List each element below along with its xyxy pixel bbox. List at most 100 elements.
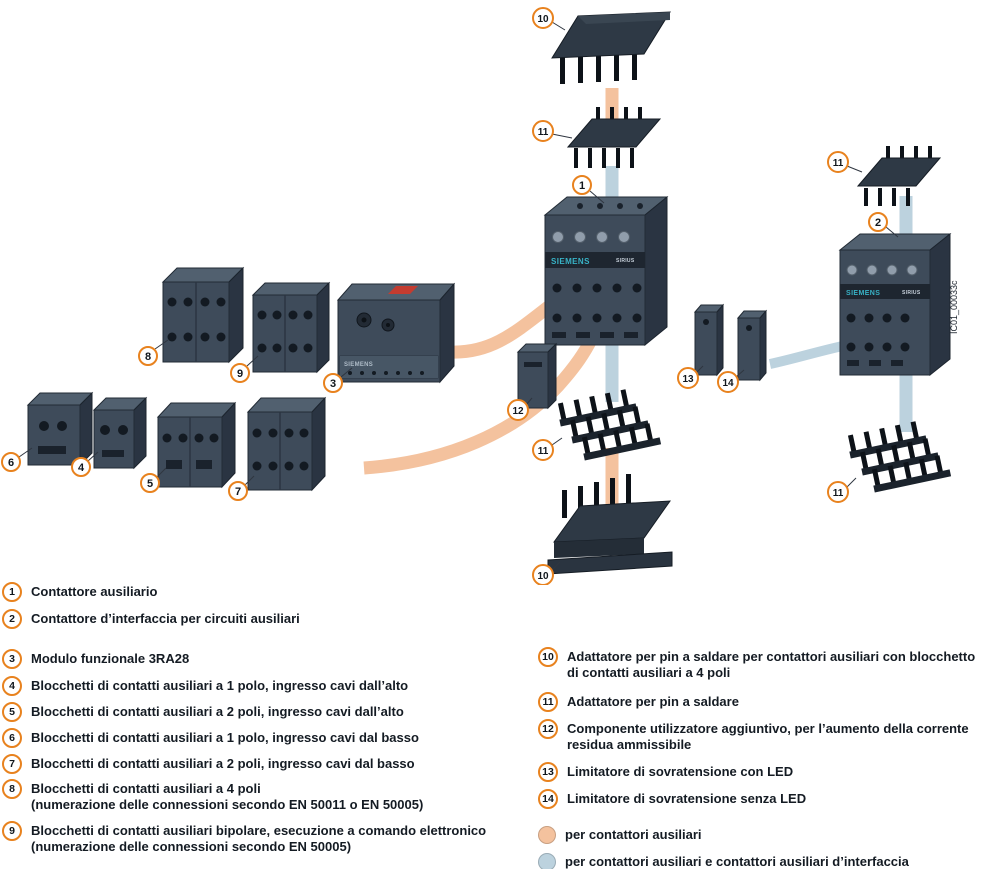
svg-text:11: 11	[538, 127, 549, 138]
aux-interface-color-swatch	[538, 853, 556, 869]
legend-text-14: Limitatore di sovratensione senza LED	[567, 791, 807, 806]
legend-text-10-line2: di contatti ausiliari a 4 poli	[567, 665, 731, 680]
red-accent	[388, 286, 418, 294]
svg-text:10: 10	[537, 14, 549, 25]
legend-text-12-line2: residua ammissibile	[567, 737, 692, 752]
callout-badge-2: 2	[2, 609, 22, 629]
svg-text:14: 14	[722, 378, 734, 389]
svg-text:11: 11	[833, 158, 844, 169]
callout-10-bottom: 10	[532, 564, 554, 585]
legend-item-8: 8 Blocchetti di contatti ausiliari a 4 p…	[2, 779, 423, 813]
contact-block-1pole-top	[92, 396, 148, 470]
legend-text-13: Limitatore di sovratensione con LED	[567, 764, 794, 779]
legend-item-1: 1 Contattore ausiliario	[2, 582, 157, 602]
callout-11-right-bottom: 11	[827, 481, 849, 503]
legend-item-6: 6 Blocchetti di contatti ausiliari a 1 p…	[2, 728, 419, 748]
legend-text-9-line2: (numerazione delle connessioni secondo E…	[31, 839, 352, 854]
color-key-aux-label: per contattori ausiliari	[565, 827, 702, 842]
contact-block-4pole	[161, 266, 245, 364]
svg-text:5: 5	[147, 478, 153, 490]
callout-1: 1	[572, 175, 592, 195]
callout-badge-5: 5	[2, 702, 22, 722]
legend-item-5: 5 Blocchetti di contatti ausiliari a 2 p…	[2, 702, 404, 722]
brand-label-contactor-1: SIEMENS	[551, 257, 590, 266]
callout-5: 5	[140, 473, 160, 493]
legend-text-9: Blocchetti di contatti ausiliari bipolar…	[31, 823, 487, 838]
svg-text:1: 1	[579, 180, 585, 192]
legend-item-3: 3 Modulo funzionale 3RA28	[2, 649, 189, 669]
legend-text-4: Blocchetti di contatti ausiliari a 1 pol…	[31, 678, 409, 693]
svg-text:6: 6	[8, 457, 14, 469]
callout-badge-4: 4	[2, 676, 22, 696]
callout-badge-1: 1	[2, 582, 22, 602]
legend-text-11: Adattatore per pin a saldare	[567, 694, 739, 709]
callout-9: 9	[230, 363, 250, 383]
surge-suppressor-no-led	[736, 309, 768, 382]
solder-pin-adapter-right	[856, 146, 942, 206]
pin-adapter-top	[551, 11, 671, 84]
callout-badge-7: 7	[2, 754, 22, 774]
function-module-3ra28: SIEMENS	[336, 282, 456, 384]
contact-block-1pole-bottom	[26, 391, 94, 467]
legend-item-13: 13 Limitatore di sovratensione con LED	[538, 762, 793, 782]
svg-text:7: 7	[235, 486, 241, 498]
svg-text:9: 9	[237, 368, 243, 380]
legend-text-12: Componente utilizzatore aggiuntivo, per …	[567, 721, 969, 736]
callout-badge-12: 12	[538, 719, 558, 739]
legend-item-12: 12 Componente utilizzatore aggiuntivo, p…	[538, 719, 969, 753]
callout-11-right-top: 11	[827, 151, 849, 173]
callout-badge-6: 6	[2, 728, 22, 748]
svg-text:3: 3	[330, 378, 336, 390]
legend-text-8: Blocchetti di contatti ausiliari a 4 pol…	[31, 781, 261, 796]
callout-7: 7	[228, 481, 248, 501]
callout-11-top: 11	[532, 120, 554, 142]
callout-badge-8: 8	[2, 779, 22, 799]
color-key-aux: per contattori ausiliari	[538, 825, 702, 844]
callout-3: 3	[323, 373, 343, 393]
svg-text:2: 2	[875, 217, 881, 229]
contact-block-2pole-top	[156, 401, 237, 489]
svg-text:12: 12	[512, 406, 524, 417]
callout-13: 13	[677, 367, 699, 389]
callout-badge-13: 13	[538, 762, 558, 782]
callout-badge-14: 14	[538, 789, 558, 809]
leader-lines	[18, 21, 899, 571]
callout-badge-9: 9	[2, 821, 22, 841]
callout-11-mid: 11	[532, 439, 554, 461]
auxiliary-contactor: SIEMENS SIRIUS	[543, 195, 669, 347]
legend-text-3: Modulo funzionale 3RA28	[31, 651, 190, 666]
legend-text-7: Blocchetti di contatti ausiliari a 2 pol…	[31, 756, 415, 771]
callout-2: 2	[868, 212, 888, 232]
legend-item-2: 2 Contattore d’interfaccia per circuiti …	[2, 609, 300, 629]
contact-block-bipolar-electronic	[251, 281, 331, 374]
legend-text-2: Contattore d’interfaccia per circuiti au…	[31, 611, 300, 626]
legend-item-9: 9 Blocchetti di contatti ausiliari bipol…	[2, 821, 486, 855]
surge-suppressor-led	[693, 303, 725, 377]
svg-text:10: 10	[537, 571, 549, 582]
callout-4: 4	[71, 457, 91, 477]
solder-pin-strips-center	[557, 389, 662, 461]
legend-item-14: 14 Limitatore di sovratensione senza LED	[538, 789, 806, 809]
callout-badge-11: 11	[538, 692, 558, 712]
brand-label-module: SIEMENS	[344, 362, 373, 368]
legend-text-6: Blocchetti di contatti ausiliari a 1 pol…	[31, 730, 419, 745]
legend-item-7: 7 Blocchetti di contatti ausiliari a 2 p…	[2, 754, 415, 774]
svg-text:11: 11	[538, 446, 549, 457]
residual-current-component	[516, 342, 558, 410]
color-key-aux-interface-label: per contattori ausiliari e contattori au…	[565, 854, 909, 869]
product-label-contactor-1: SIRIUS	[616, 258, 635, 264]
callout-badge-3: 3	[2, 649, 22, 669]
callout-12: 12	[507, 399, 529, 421]
callout-8: 8	[138, 346, 158, 366]
legend-text-8-line2: (numerazione delle connessioni secondo E…	[31, 797, 424, 812]
legend-item-11: 11 Adattatore per pin a saldare	[538, 692, 739, 712]
legend-text-10: Adattatore per pin a saldare per contatt…	[567, 649, 976, 664]
legend-text-5: Blocchetti di contatti ausiliari a 2 pol…	[31, 704, 404, 719]
interface-contactor: SIEMENS SIRIUS	[838, 232, 952, 377]
legend-item-10: 10 Adattatore per pin a saldare per cont…	[538, 647, 975, 681]
pin-adapter-bottom	[547, 474, 673, 575]
legend-item-4: 4 Blocchetti di contatti ausiliari a 1 p…	[2, 676, 408, 696]
callout-6: 6	[1, 452, 21, 472]
exploded-diagram: SIEMENS	[1, 7, 959, 585]
legend-text-1: Contattore ausiliario	[31, 584, 158, 599]
